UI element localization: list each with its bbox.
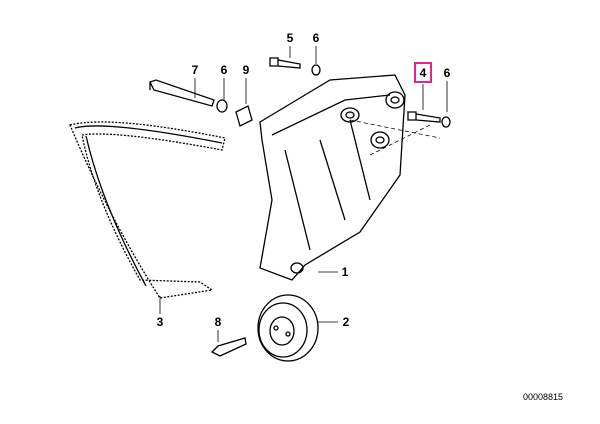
- part-label-3[interactable]: 3: [156, 315, 164, 329]
- part-label-7[interactable]: 7: [191, 63, 199, 77]
- drive-belt: [69, 121, 226, 299]
- part-label-6b[interactable]: 6: [220, 63, 228, 77]
- part-label-5[interactable]: 5: [286, 31, 294, 45]
- part-label-6c[interactable]: 6: [443, 66, 451, 80]
- drawing-number: 00008815: [523, 392, 564, 402]
- part-label-9[interactable]: 9: [242, 63, 250, 77]
- bracket: [259, 74, 406, 281]
- highlight-box: [414, 62, 432, 83]
- part-label-6[interactable]: 6: [312, 31, 320, 45]
- leader-lines: [159, 46, 448, 342]
- part-label-4[interactable]: 4: [419, 66, 427, 80]
- part-label-1[interactable]: 1: [341, 265, 349, 279]
- part-label-8[interactable]: 8: [214, 315, 222, 329]
- bolts: [149, 57, 451, 357]
- part-label-2[interactable]: 2: [342, 315, 350, 329]
- pulley: [257, 294, 319, 362]
